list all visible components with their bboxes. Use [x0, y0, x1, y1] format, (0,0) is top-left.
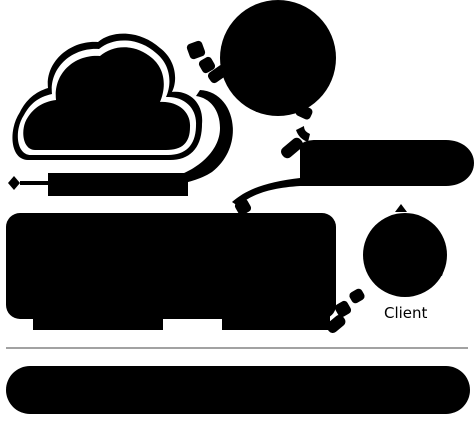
server-icon: [6, 213, 336, 330]
client-label: Client: [384, 304, 428, 322]
bar-node-icon: [6, 366, 470, 414]
left-connector-icon: [8, 176, 20, 190]
slab-node-icon: [300, 140, 474, 186]
cloud-base-bar: [48, 173, 188, 196]
circle-node-icon: [220, 0, 336, 116]
connector-slab-server: [232, 178, 300, 216]
client-icon: [363, 204, 447, 297]
cloud-icon: [12, 33, 203, 161]
connector-cloud-circle: [186, 40, 229, 84]
connector-server-client: [326, 288, 365, 333]
left-connector-stub: [20, 181, 50, 185]
connector-circle-slab: [280, 104, 313, 159]
connector-cloud-server: [176, 90, 233, 186]
